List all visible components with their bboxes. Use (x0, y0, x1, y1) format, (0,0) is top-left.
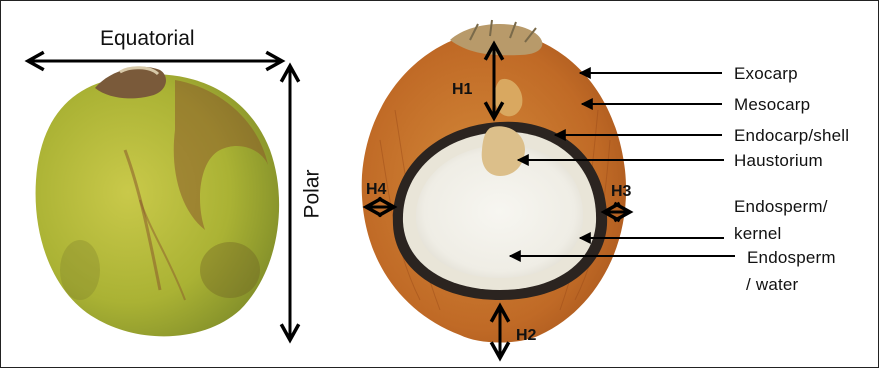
exocarp-label: Exocarp (734, 65, 798, 82)
polar-label: Polar (302, 169, 323, 218)
mesocarp-label: Mesocarp (734, 96, 810, 113)
h3-label: H3 (611, 184, 631, 200)
water-label-line1: Endosperm (747, 249, 836, 266)
endocarp-label: Endocarp/shell (734, 127, 849, 144)
kernel-label-line1: Endosperm/ (734, 198, 828, 215)
whole-coconut (36, 67, 280, 336)
water-label-line2: / water (746, 276, 798, 293)
h2-label: H2 (516, 328, 536, 344)
h1-label: H1 (452, 82, 472, 98)
h4-label: H4 (366, 182, 386, 198)
kernel-label-line2: kernel (734, 225, 782, 242)
equatorial-label: Equatorial (100, 28, 195, 49)
haustorium-label: Haustorium (734, 152, 823, 169)
